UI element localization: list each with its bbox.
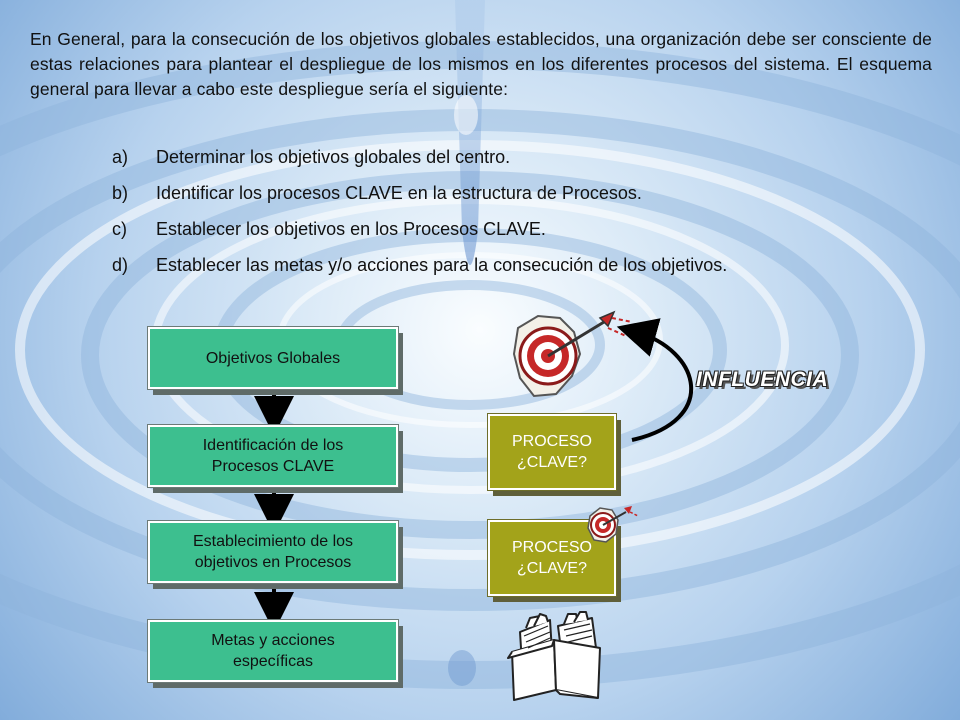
flow-box-label: Metas y acciones específicas — [211, 632, 335, 670]
step-item: a) Determinar los objetivos globales del … — [112, 144, 727, 180]
process-box-label: PROCESO ¿CLAVE? — [511, 433, 592, 471]
step-text: Determinar los objetivos globales del ce… — [156, 147, 511, 167]
step-marker: d) — [112, 255, 129, 275]
flow-box-label: Establecimiento de los objetivos en Proc… — [192, 533, 354, 571]
step-text: Establecer los objetivos en los Procesos… — [156, 219, 546, 239]
flow-box-metas: Metas y acciones específicas — [147, 619, 399, 683]
curved-arrow — [616, 318, 693, 442]
intro-paragraph: En General, para la consecución de los o… — [30, 29, 932, 99]
flow-box-label: Identificación de los Procesos CLAVE — [202, 437, 344, 475]
steps-list: a) Determinar los objetivos globales del … — [112, 144, 727, 288]
step-text: Identificar los procesos CLAVE en la est… — [156, 183, 642, 203]
flow-box-label: Objetivos Globales — [205, 349, 341, 367]
process-box-1: PROCESO ¿CLAVE? — [487, 413, 617, 491]
influence-label: INFLUENCIA — [696, 368, 829, 391]
flow-box-establecimiento: Establecimiento de los objetivos en Proc… — [147, 520, 399, 584]
step-marker: c) — [112, 219, 127, 239]
small-target-dart-icon — [587, 506, 639, 543]
step-marker: b) — [112, 183, 129, 203]
flow-box-objetivos-globales: Objetivos Globales — [147, 326, 399, 390]
target-dart-icon — [512, 310, 633, 398]
flow-box-identificacion: Identificación de los Procesos CLAVE — [147, 424, 399, 488]
step-marker: a) — [112, 147, 129, 167]
step-item: b) Identificar los procesos CLAVE en la e… — [112, 180, 727, 216]
step-item: c) Establecer los objetivos en los Proces… — [112, 216, 727, 252]
process-box-label: PROCESO ¿CLAVE? — [511, 539, 592, 577]
step-text: Establecer las metas y/o acciones para l… — [156, 255, 728, 275]
step-item: d) Establecer las metas y/o acciones para… — [112, 252, 727, 288]
file-box-icon — [507, 611, 601, 701]
